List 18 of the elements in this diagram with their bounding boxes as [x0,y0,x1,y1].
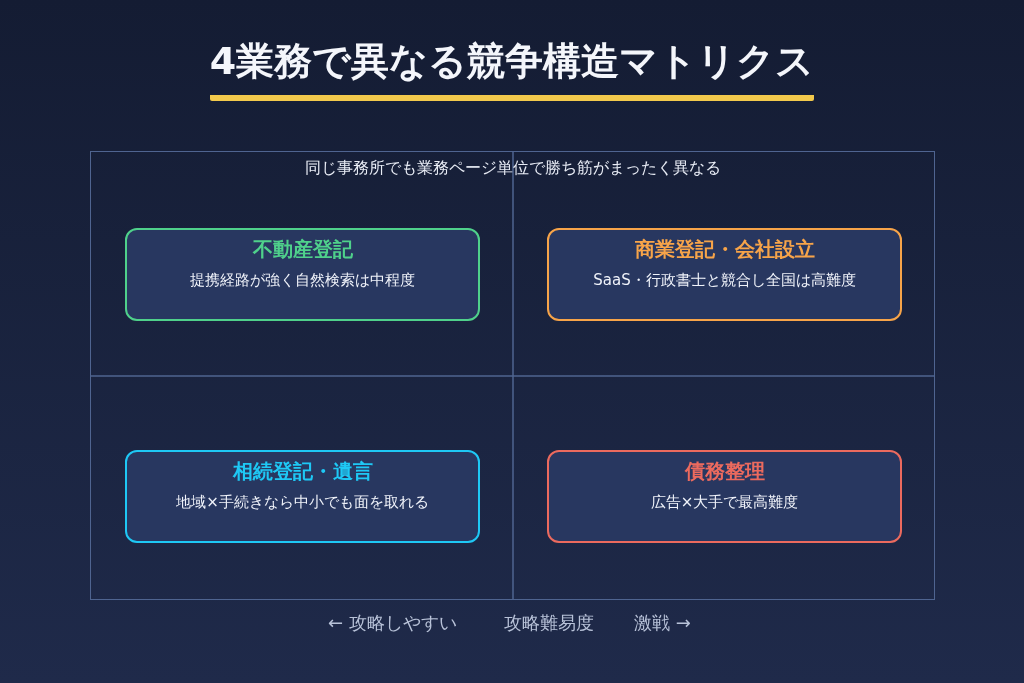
axis-label: ← 攻略しやすい [328,611,457,635]
title-heading: 4業務で異なる競争構造マトリクス [209,36,815,101]
card-heading: 商業登記・会社設立 [633,236,816,263]
quadrant-card [125,450,480,543]
quadrant-card [125,228,480,321]
quadrant-card [547,228,902,321]
card-heading: 不動産登記 [251,236,354,263]
card-description: SaaS・行政書士と競合し全国は高難度 [592,270,857,291]
matrix-frame [90,151,935,600]
card-description: 地域×手続きなら中小でも面を取れる [175,492,430,513]
card-description: 広告×大手で最高難度 [649,492,800,513]
card-description: 提携経路が強く自然検索は中程度 [189,270,416,291]
quadrant-card [547,450,902,543]
card-heading: 相続登記・遺言 [231,458,374,485]
axis-label: 攻略難易度 [504,611,594,635]
axis-label: 激戦 → [634,611,691,635]
matrix-subtitle: 同じ事務所でも業務ページ単位で勝ち筋がまったく異なる [304,158,721,177]
card-heading: 債務整理 [683,458,766,485]
